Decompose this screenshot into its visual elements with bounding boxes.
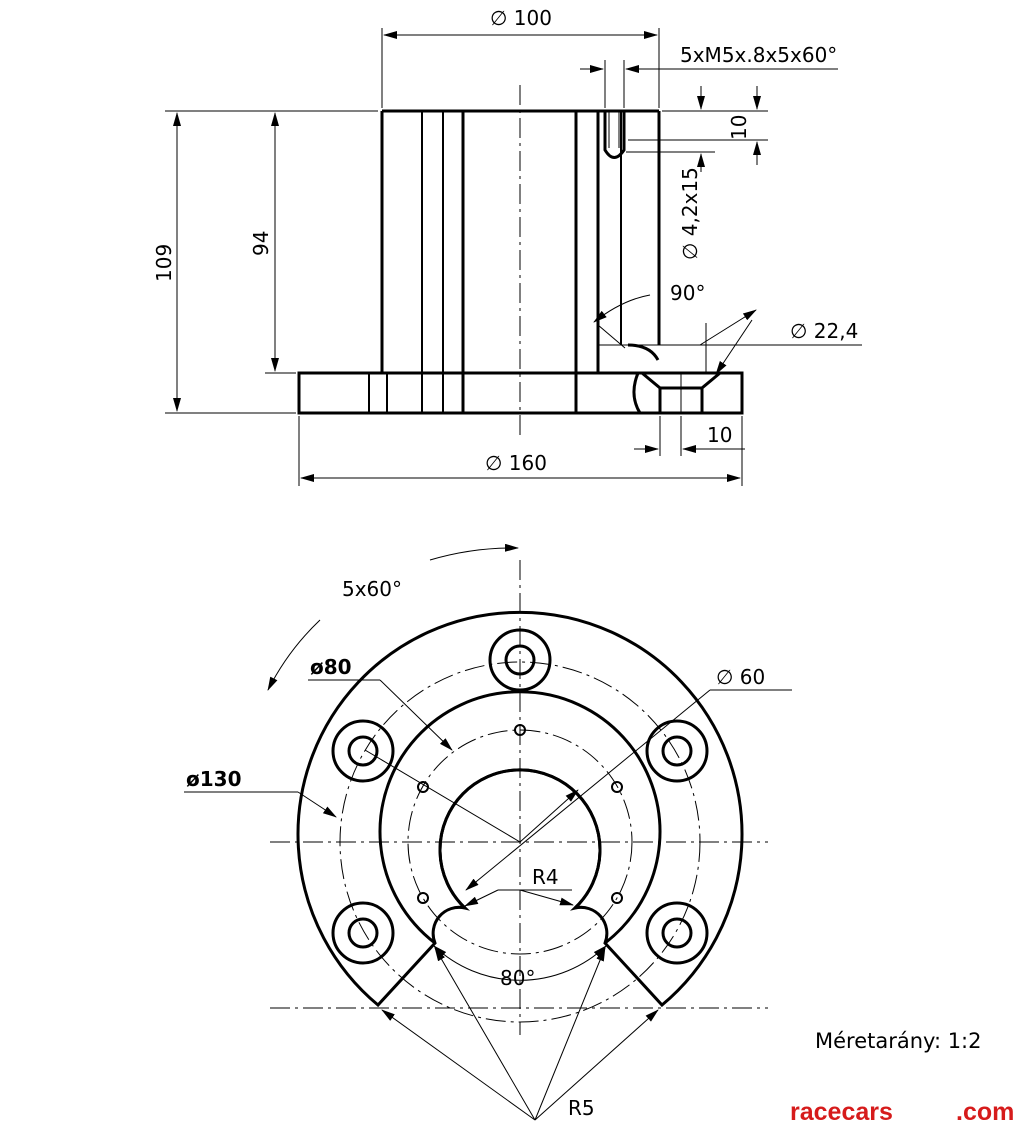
- front-view: ∅ 100 5xM5x.8x5x60° 10 ∅ 4,2x15: [152, 6, 862, 486]
- dim-depth-10-top: 10: [628, 86, 768, 165]
- dia-160-label: ∅ 160: [485, 451, 547, 475]
- r5-label: R5: [568, 1096, 595, 1120]
- r4-label: R4: [532, 865, 559, 889]
- pattern-label: 5x60°: [342, 577, 402, 601]
- dim-drill: ∅ 4,2x15: [626, 86, 715, 260]
- dim-r5: R5: [381, 947, 659, 1121]
- dim-height-94: 94: [249, 112, 296, 374]
- dia-22-label: ∅ 22,4: [790, 319, 858, 343]
- dia-60-label: ∅ 60: [716, 665, 765, 689]
- dim-dia-60: ∅ 60: [465, 665, 792, 891]
- dim-dia-160: ∅ 160: [298, 416, 743, 486]
- depth-10-bottom-label: 10: [707, 423, 732, 447]
- counterbored-holes: [331, 628, 709, 965]
- height-94-label: 94: [249, 231, 273, 256]
- scale-note: Méretarány: 1:2: [815, 1029, 982, 1053]
- bolt-circle: [339, 661, 701, 1023]
- dia-130-label: ø130: [186, 767, 242, 791]
- dia-100-label: ∅ 100: [490, 6, 552, 30]
- dim-dia-22: ∅ 22,4: [640, 309, 862, 375]
- dim-dia-100: ∅ 100: [381, 6, 660, 108]
- drill-note: ∅ 4,2x15: [678, 167, 702, 260]
- thread-callout: 5xM5x.8x5x60°: [580, 43, 838, 108]
- dim-r4: R4: [464, 865, 574, 907]
- angle-90-label: 90°: [670, 281, 705, 305]
- thread-note: 5xM5x.8x5x60°: [680, 43, 837, 67]
- depth-10-label: 10: [727, 115, 751, 140]
- dia-80-label: ø80: [310, 655, 352, 679]
- front-view-outline: [297, 109, 744, 415]
- watermark-racecars: racecars: [790, 1098, 893, 1126]
- watermark-com: .com: [956, 1098, 1014, 1126]
- top-view: 5x60° ø80 ∅ 60 ø130 R4: [184, 543, 792, 1121]
- dim-angle-80: 80°: [433, 945, 607, 990]
- angle-80-label: 80°: [500, 966, 535, 990]
- height-109-label: 109: [152, 244, 176, 282]
- dim-depth-10-bottom: 10: [634, 416, 745, 456]
- middle-arc: [378, 690, 662, 945]
- dim-height-109: 109: [152, 110, 378, 414]
- dim-angle-90: 90°: [593, 281, 705, 349]
- dim-dia-80: ø80: [308, 655, 453, 751]
- dim-dia-130: ø130: [184, 749, 521, 843]
- pattern-callout: 5x60°: [267, 543, 519, 691]
